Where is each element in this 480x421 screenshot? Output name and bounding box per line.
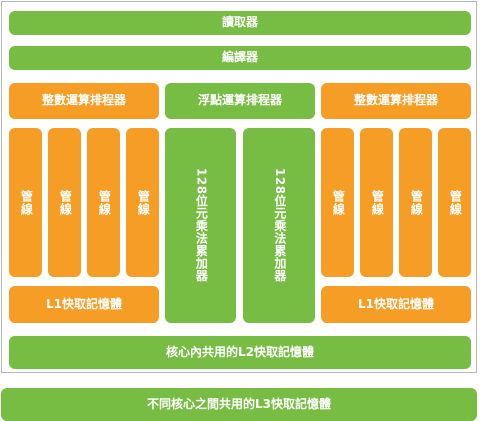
left-int-scheduler-block: 整數運算排程器 — [9, 83, 159, 119]
compiler-block: 編譯器 — [9, 46, 471, 70]
pipeline-right-4: 管線 — [438, 128, 471, 277]
pipeline-left-3: 管線 — [87, 128, 120, 277]
l1-cache-right: L1快取記憶體 — [321, 286, 471, 323]
reader-block: 讀取器 — [9, 11, 471, 35]
pipeline-right-3: 管線 — [399, 128, 432, 277]
pipeline-left-1: 管線 — [9, 128, 42, 277]
l1-cache-left: L1快取記憶體 — [9, 286, 159, 323]
pipeline-right-1: 管線 — [321, 128, 354, 277]
l3-cache-block: 不同核心之間共用的L3快取記憶體 — [1, 388, 477, 421]
l2-cache-block: 核心內共用的L2快取記憶體 — [9, 336, 471, 369]
right-int-scheduler-block: 整數運算排程器 — [321, 83, 471, 119]
fma-unit-2: 128位元乘法累加器 — [243, 128, 315, 323]
float-scheduler-block: 浮點運算排程器 — [165, 83, 315, 119]
pipeline-left-4: 管線 — [126, 128, 159, 277]
fma-unit-1: 128位元乘法累加器 — [165, 128, 236, 323]
pipeline-right-2: 管線 — [360, 128, 393, 277]
pipeline-left-2: 管線 — [48, 128, 81, 277]
